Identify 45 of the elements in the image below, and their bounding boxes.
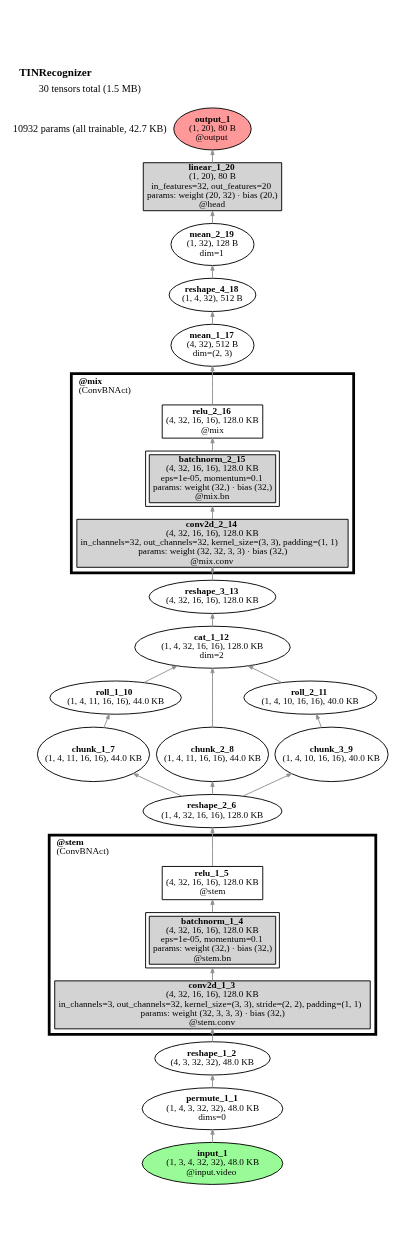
arrow [133,773,183,797]
node-box: conv2d_1_3 (4, 32, 16, 16), 128.0 KB in_channels=3, out_channels=32, kernel_size=(3, 3), stride=(2, 2), padding=(1, 1) params: weight (32, 3, 3, 3) · bias (32,) @stem.conv [54,980,371,1030]
arrow [210,506,215,520]
arrow [247,665,283,683]
arrow [210,613,215,627]
arrow [143,665,178,683]
node-ellipse: reshape_4_18 (1, 4, 32), 512 B [168,277,257,312]
node-ellipse: chunk_1_7 (1, 4, 11, 16, 16), 44.0 KB [36,726,150,783]
node-ellipse: reshape_1_2 (4, 3, 32, 32), 48.0 KB [154,1041,271,1076]
arrow [210,149,215,164]
node-ellipse: reshape_3_13 (4, 32, 16, 16), 128.0 KB [148,579,277,614]
arrow [210,967,215,982]
node-box: relu_1_5 (4, 32, 16, 16), 128.0 KB @stem [161,866,264,901]
node-ellipse: roll_2_11 (1, 4, 10, 16, 16), 40.0 KB [243,680,378,715]
arrow [210,265,215,279]
node-ellipse: roll_1_10 (1, 4, 11, 16, 16), 44.0 KB [49,680,182,715]
node-ellipse: mean_2_19 (1, 32), 128 B dim=1 [170,223,255,266]
node-ellipse: chunk_2_8 (1, 4, 11, 16, 16), 44.0 KB [155,726,269,783]
diagram-title: TINRecognizer [19,66,92,79]
arrow [210,899,215,913]
label: 10932 params (all trainable, 42.7 KB) [12,122,167,134]
label: 30 tensors total (1.5 MB) [38,83,141,95]
node-box: linear_1_20 (1, 20), 80 B in_features=32, out_features=20 params: weight (20, 32) · bias (20,) @head [142,162,283,212]
node-ellipse: output_1 (1, 20), 80 B @output [173,107,252,151]
arrow [103,713,110,729]
node-box: relu_2_16 (4, 32, 16, 16), 128.0 KB @mix [161,404,264,439]
arrow [210,566,215,581]
node-ellipse: chunk_3_9 (1, 4, 10, 16, 16), 40.0 KB [274,726,389,783]
arrow [242,773,292,797]
arrow [210,827,215,867]
arrow [210,1129,215,1143]
arrow [210,1028,215,1043]
arrow [315,713,322,728]
arrow [210,781,215,795]
arrow [210,365,215,406]
node-box: conv2d_2_14 (4, 32, 16, 16), 128.0 KB in_channels=32, out_channels=32, kernel_size=(3, 3), padding=(1, 1) params: weight (32, 32, 3, 3) · bias (32,) @mix.conv [76,518,349,568]
arrow [210,1074,215,1089]
node-ellipse: input_1 (1, 3, 4, 32, 32), 48.0 KB @input.video [141,1141,284,1185]
arrow [210,667,215,728]
node-ellipse: permute_1_1 (1, 4, 3, 32, 32), 48.0 KB dims=0 [141,1087,284,1131]
node-ellipse: reshape_2_6 (1, 4, 32, 16, 16), 128.0 KB [142,794,283,829]
arrow [210,311,215,325]
arrow [210,210,215,224]
node-ellipse: mean_1_17 (4, 32), 512 B dim=(2, 3) [170,323,255,367]
arrow [210,437,215,452]
